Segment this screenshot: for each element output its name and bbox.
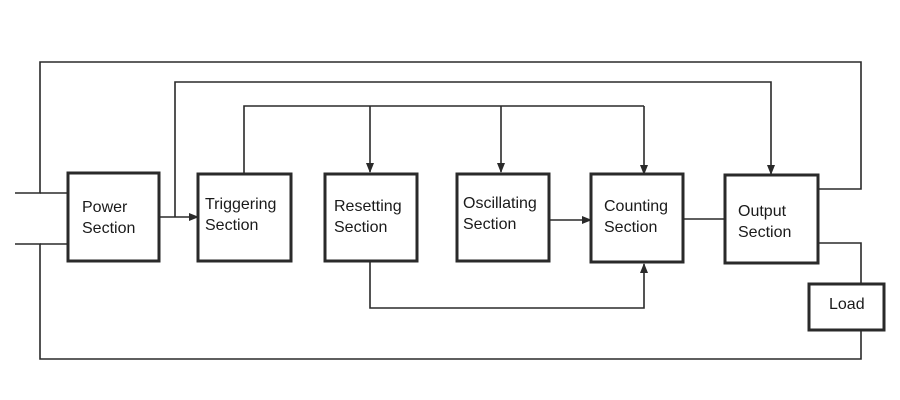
load-label: Load <box>829 294 865 315</box>
arrow-resetting-to-counting <box>369 261 648 309</box>
wire-triggering-bus <box>243 105 644 174</box>
resetting-section-label: Resetting Section <box>334 196 402 238</box>
oscillating-section-label: Oscillating Section <box>463 193 537 235</box>
counting-section-label-line1: Counting <box>604 198 669 215</box>
oscillating-section-label-line1: Oscillating <box>463 195 537 212</box>
wire-output-to-load <box>818 242 862 284</box>
triggering-section-label-line2: Section <box>205 217 259 234</box>
output-section-label-line1: Output <box>738 203 787 220</box>
output-section-label-line2: Section <box>738 224 792 241</box>
wire-output-top-loop <box>15 61 862 194</box>
wire-load-bottom-loop <box>15 243 862 360</box>
output-section-box <box>723 173 820 265</box>
triggering-section-label: Triggering Section <box>205 194 276 236</box>
counting-section-box <box>589 172 685 264</box>
counting-section-label-line2: Section <box>604 219 658 236</box>
triggering-section-label-line1: Triggering <box>205 196 277 213</box>
power-section-label-line1: Power <box>82 199 128 216</box>
triggering-section-box <box>196 172 293 263</box>
resetting-section-box <box>323 172 419 263</box>
load-box <box>807 282 886 332</box>
arrow-power-to-output <box>174 81 775 217</box>
counting-section-label: Counting Section <box>604 196 668 238</box>
power-section-label-line2: Section <box>82 220 136 237</box>
output-section-label: Output Section <box>738 201 791 243</box>
resetting-section-label-line2: Section <box>334 219 388 236</box>
oscillating-section-label-line2: Section <box>463 216 517 233</box>
power-section-box <box>66 171 161 263</box>
oscillating-section-box <box>455 172 551 263</box>
resetting-section-label-line1: Resetting <box>334 198 402 215</box>
power-section-label: Power Section <box>82 197 135 239</box>
load-label-line1: Load <box>829 296 865 313</box>
